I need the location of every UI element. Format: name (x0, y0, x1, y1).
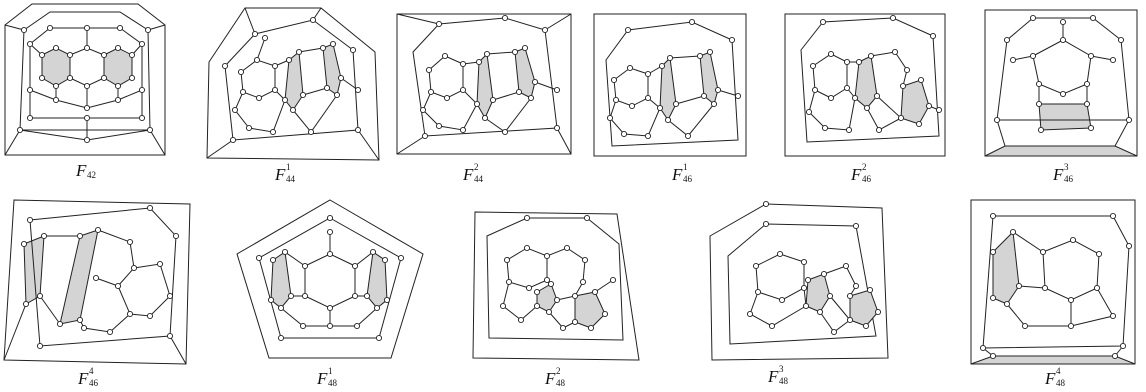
caption-superscript: 4 (1056, 366, 1061, 376)
fullerene-graph-f46-2 (784, 13, 946, 157)
vertex-group (419, 14, 561, 140)
caption-letter: F (1053, 165, 1064, 184)
vertex-group (20, 204, 180, 350)
fullerene-graph-f48-3 (709, 200, 889, 361)
caption-letter: F (76, 161, 87, 180)
vertex-group (221, 16, 362, 144)
caption-letter: F (463, 165, 474, 184)
caption-letter: F (1045, 369, 1056, 388)
fullerene-graph-f44-2 (396, 13, 572, 155)
caption-superscript: 1 (683, 162, 688, 172)
caption-subscript: 46 (89, 378, 98, 388)
vertex-group (746, 200, 882, 336)
caption-subscript: 44 (286, 174, 295, 184)
fullerene-graph-f44-1 (206, 7, 380, 161)
caption-superscript: 3 (1064, 162, 1069, 172)
caption-superscript: 3 (779, 364, 784, 374)
caption-letter: F (78, 369, 89, 388)
vertex-group (499, 214, 617, 332)
caption-letter: F (672, 165, 683, 184)
caption-subscript: 48 (779, 376, 788, 386)
caption-letter: F (768, 367, 779, 386)
vertex-group (805, 14, 943, 134)
fullerene-graph-f48-2 (472, 211, 640, 361)
caption-letter: F (851, 165, 862, 184)
fullerene-graph-f46-4 (3, 199, 191, 365)
caption-subscript: 42 (87, 170, 96, 180)
caption-subscript: 46 (683, 174, 692, 184)
caption-superscript: 4 (89, 366, 94, 376)
fullerene-graph-f46-1 (593, 13, 747, 157)
caption-subscript: 48 (1056, 378, 1065, 388)
caption-letter: F (275, 165, 286, 184)
fullerene-graph-f46-3 (984, 9, 1138, 157)
vertex-group (255, 214, 405, 342)
caption-superscript: 2 (556, 366, 561, 376)
fullerene-graph-f42 (4, 3, 166, 156)
vertex-group (979, 212, 1133, 360)
caption-subscript: 46 (1064, 174, 1073, 184)
caption-superscript: 1 (286, 162, 291, 172)
caption-superscript: 1 (328, 366, 333, 376)
caption-superscript: 2 (474, 162, 479, 172)
vertex-group (993, 14, 1133, 134)
vertex-group (16, 24, 154, 144)
caption-subscript: 44 (474, 174, 483, 184)
vertex-group (606, 18, 742, 140)
fullerene-graph-f48-1 (236, 199, 424, 359)
fullerene-graph-f48-4 (970, 199, 1136, 365)
caption-letter: F (545, 369, 556, 388)
caption-subscript: 46 (862, 174, 871, 184)
caption-superscript: 2 (862, 162, 867, 172)
caption-subscript: 48 (556, 378, 565, 388)
caption-subscript: 48 (328, 378, 337, 388)
caption-letter: F (317, 369, 328, 388)
